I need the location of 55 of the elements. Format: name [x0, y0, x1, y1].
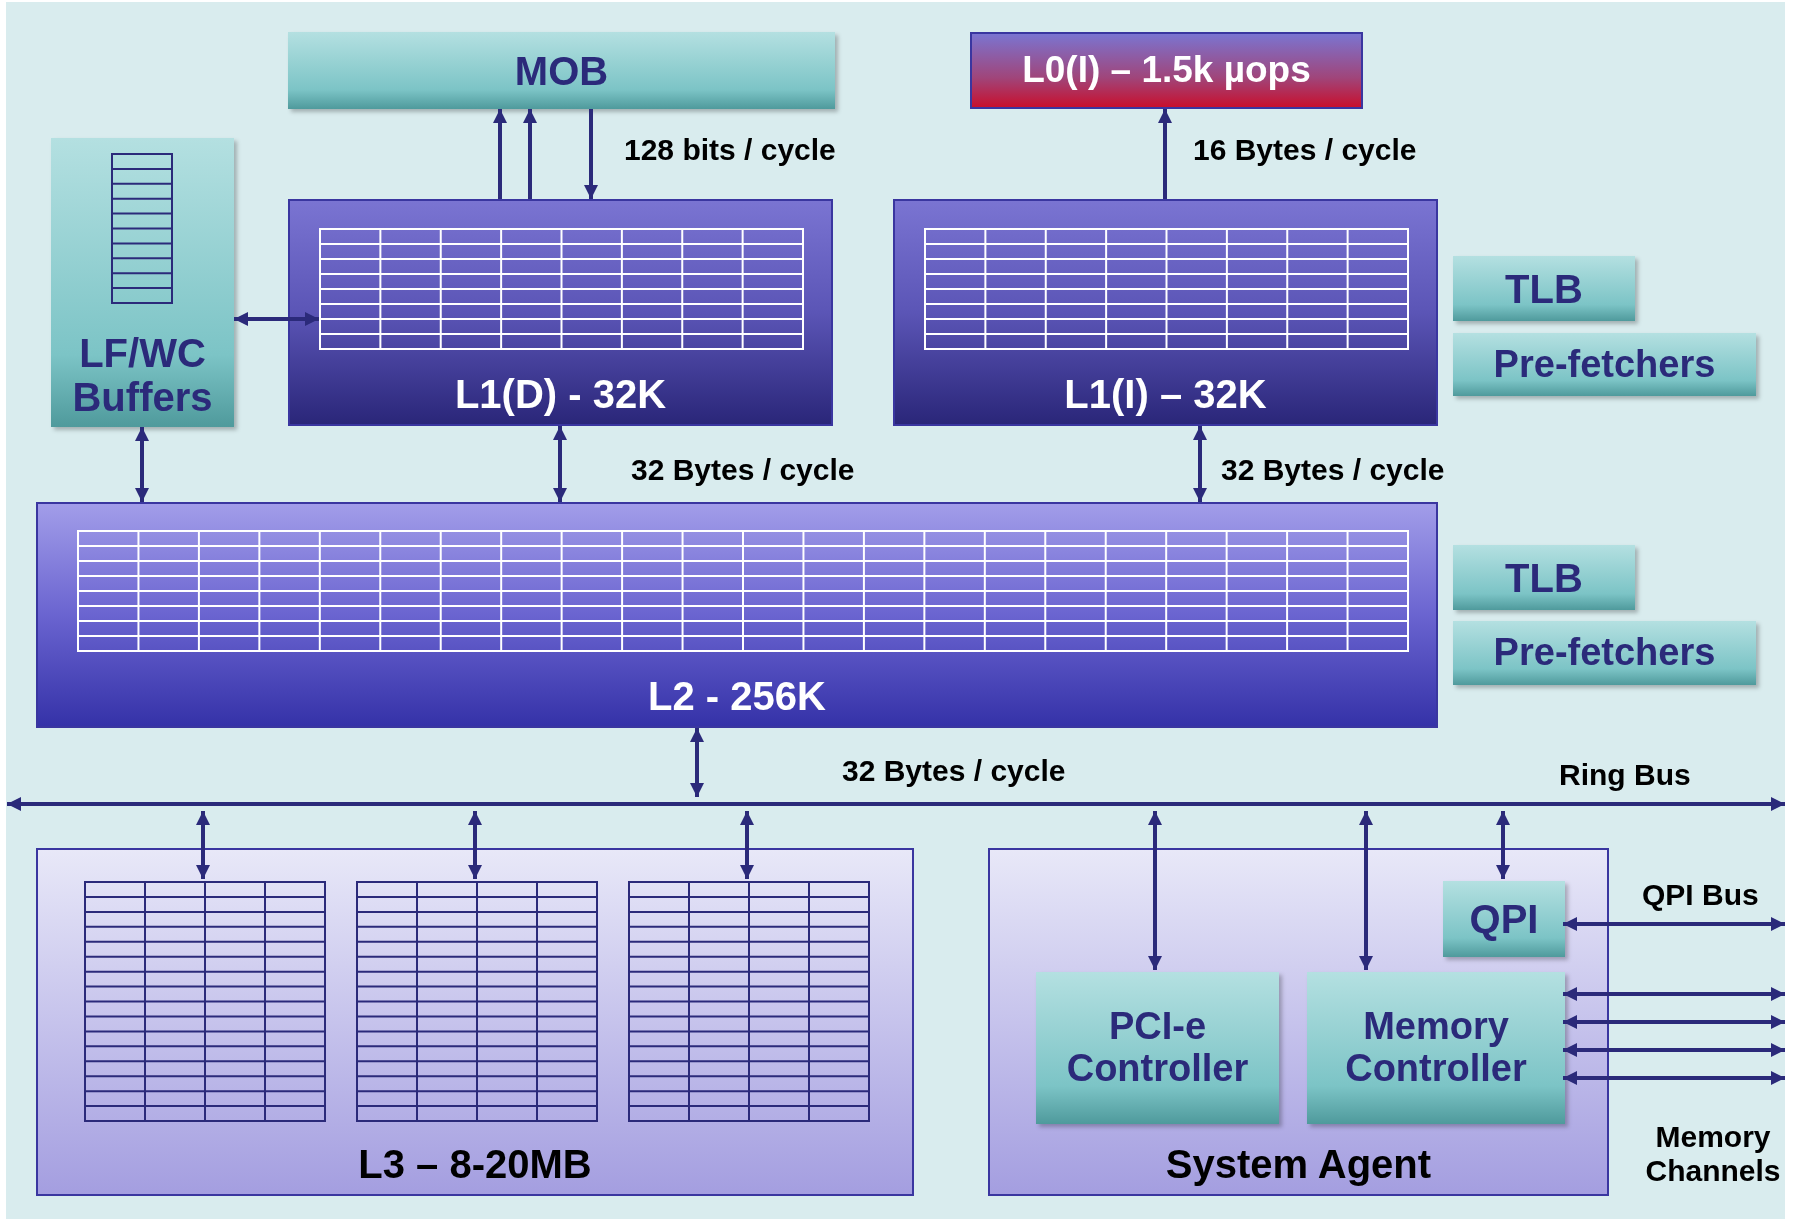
- node-label: MOB: [514, 48, 609, 93]
- arrow: [1496, 811, 1510, 879]
- cache-slice-drawing: [356, 881, 598, 1122]
- arrow: [1359, 811, 1373, 970]
- arrow: [1563, 917, 1785, 931]
- unit-box: [1307, 972, 1565, 1124]
- node-label: TLB: [1505, 266, 1583, 311]
- arrow: [135, 427, 149, 502]
- arrow: [553, 426, 567, 502]
- node-label: TLB: [1505, 555, 1583, 600]
- node-label: L3 – 8-20MB: [358, 1142, 592, 1186]
- arrow: [523, 109, 537, 199]
- cache-slice-drawing: [628, 881, 870, 1122]
- node-label: QPI: [1469, 897, 1539, 941]
- unit-box: [1036, 972, 1279, 1124]
- unit-box: [1453, 256, 1635, 321]
- unit-box: [51, 138, 234, 427]
- unit-box: [288, 32, 835, 109]
- unit-box: [1443, 881, 1565, 957]
- arrow: [740, 811, 754, 879]
- unit-box: [1453, 545, 1635, 610]
- arrow: [1563, 1015, 1785, 1029]
- node-label: Pre-fetchers: [1493, 343, 1716, 386]
- node-label: PCI-e Controller: [1065, 1006, 1250, 1090]
- arrow: [234, 312, 319, 326]
- arrow: [690, 728, 704, 797]
- unit-box: [1453, 621, 1756, 685]
- arrow: [1158, 109, 1172, 199]
- node-label: L0(I) – 1.5k µops: [1022, 50, 1311, 91]
- unit-box: [1453, 333, 1756, 396]
- arrow: [493, 109, 507, 199]
- node-label: Pre-fetchers: [1493, 632, 1716, 674]
- cache-box: [893, 199, 1438, 426]
- node-label: Memory Controller: [1344, 1006, 1528, 1090]
- node-label: L1(D) - 32K: [454, 372, 667, 416]
- arrow: [1563, 1043, 1785, 1057]
- cache-box: [36, 502, 1438, 728]
- region-box: [988, 848, 1609, 1196]
- arrow: [584, 109, 598, 199]
- node-label: System Agent: [1165, 1142, 1432, 1186]
- cache-box: [288, 199, 833, 426]
- arrow: [196, 811, 210, 879]
- node-label: LF/WC Buffers: [71, 331, 214, 419]
- cache-box: [970, 32, 1363, 109]
- arrow: [1563, 1071, 1785, 1085]
- ring-bus: [7, 797, 1785, 811]
- arrow: [1193, 426, 1207, 502]
- arrow: [468, 811, 482, 879]
- node-label: L1(I) – 32K: [1064, 372, 1267, 416]
- arrow: [1563, 987, 1785, 1001]
- node-label: L2 - 256K: [648, 674, 826, 718]
- region-box: [36, 848, 914, 1196]
- arrow: [1148, 811, 1162, 970]
- cache-slice-drawing: [84, 881, 326, 1122]
- annotation-label: Memory Channels: [1644, 1120, 1782, 1188]
